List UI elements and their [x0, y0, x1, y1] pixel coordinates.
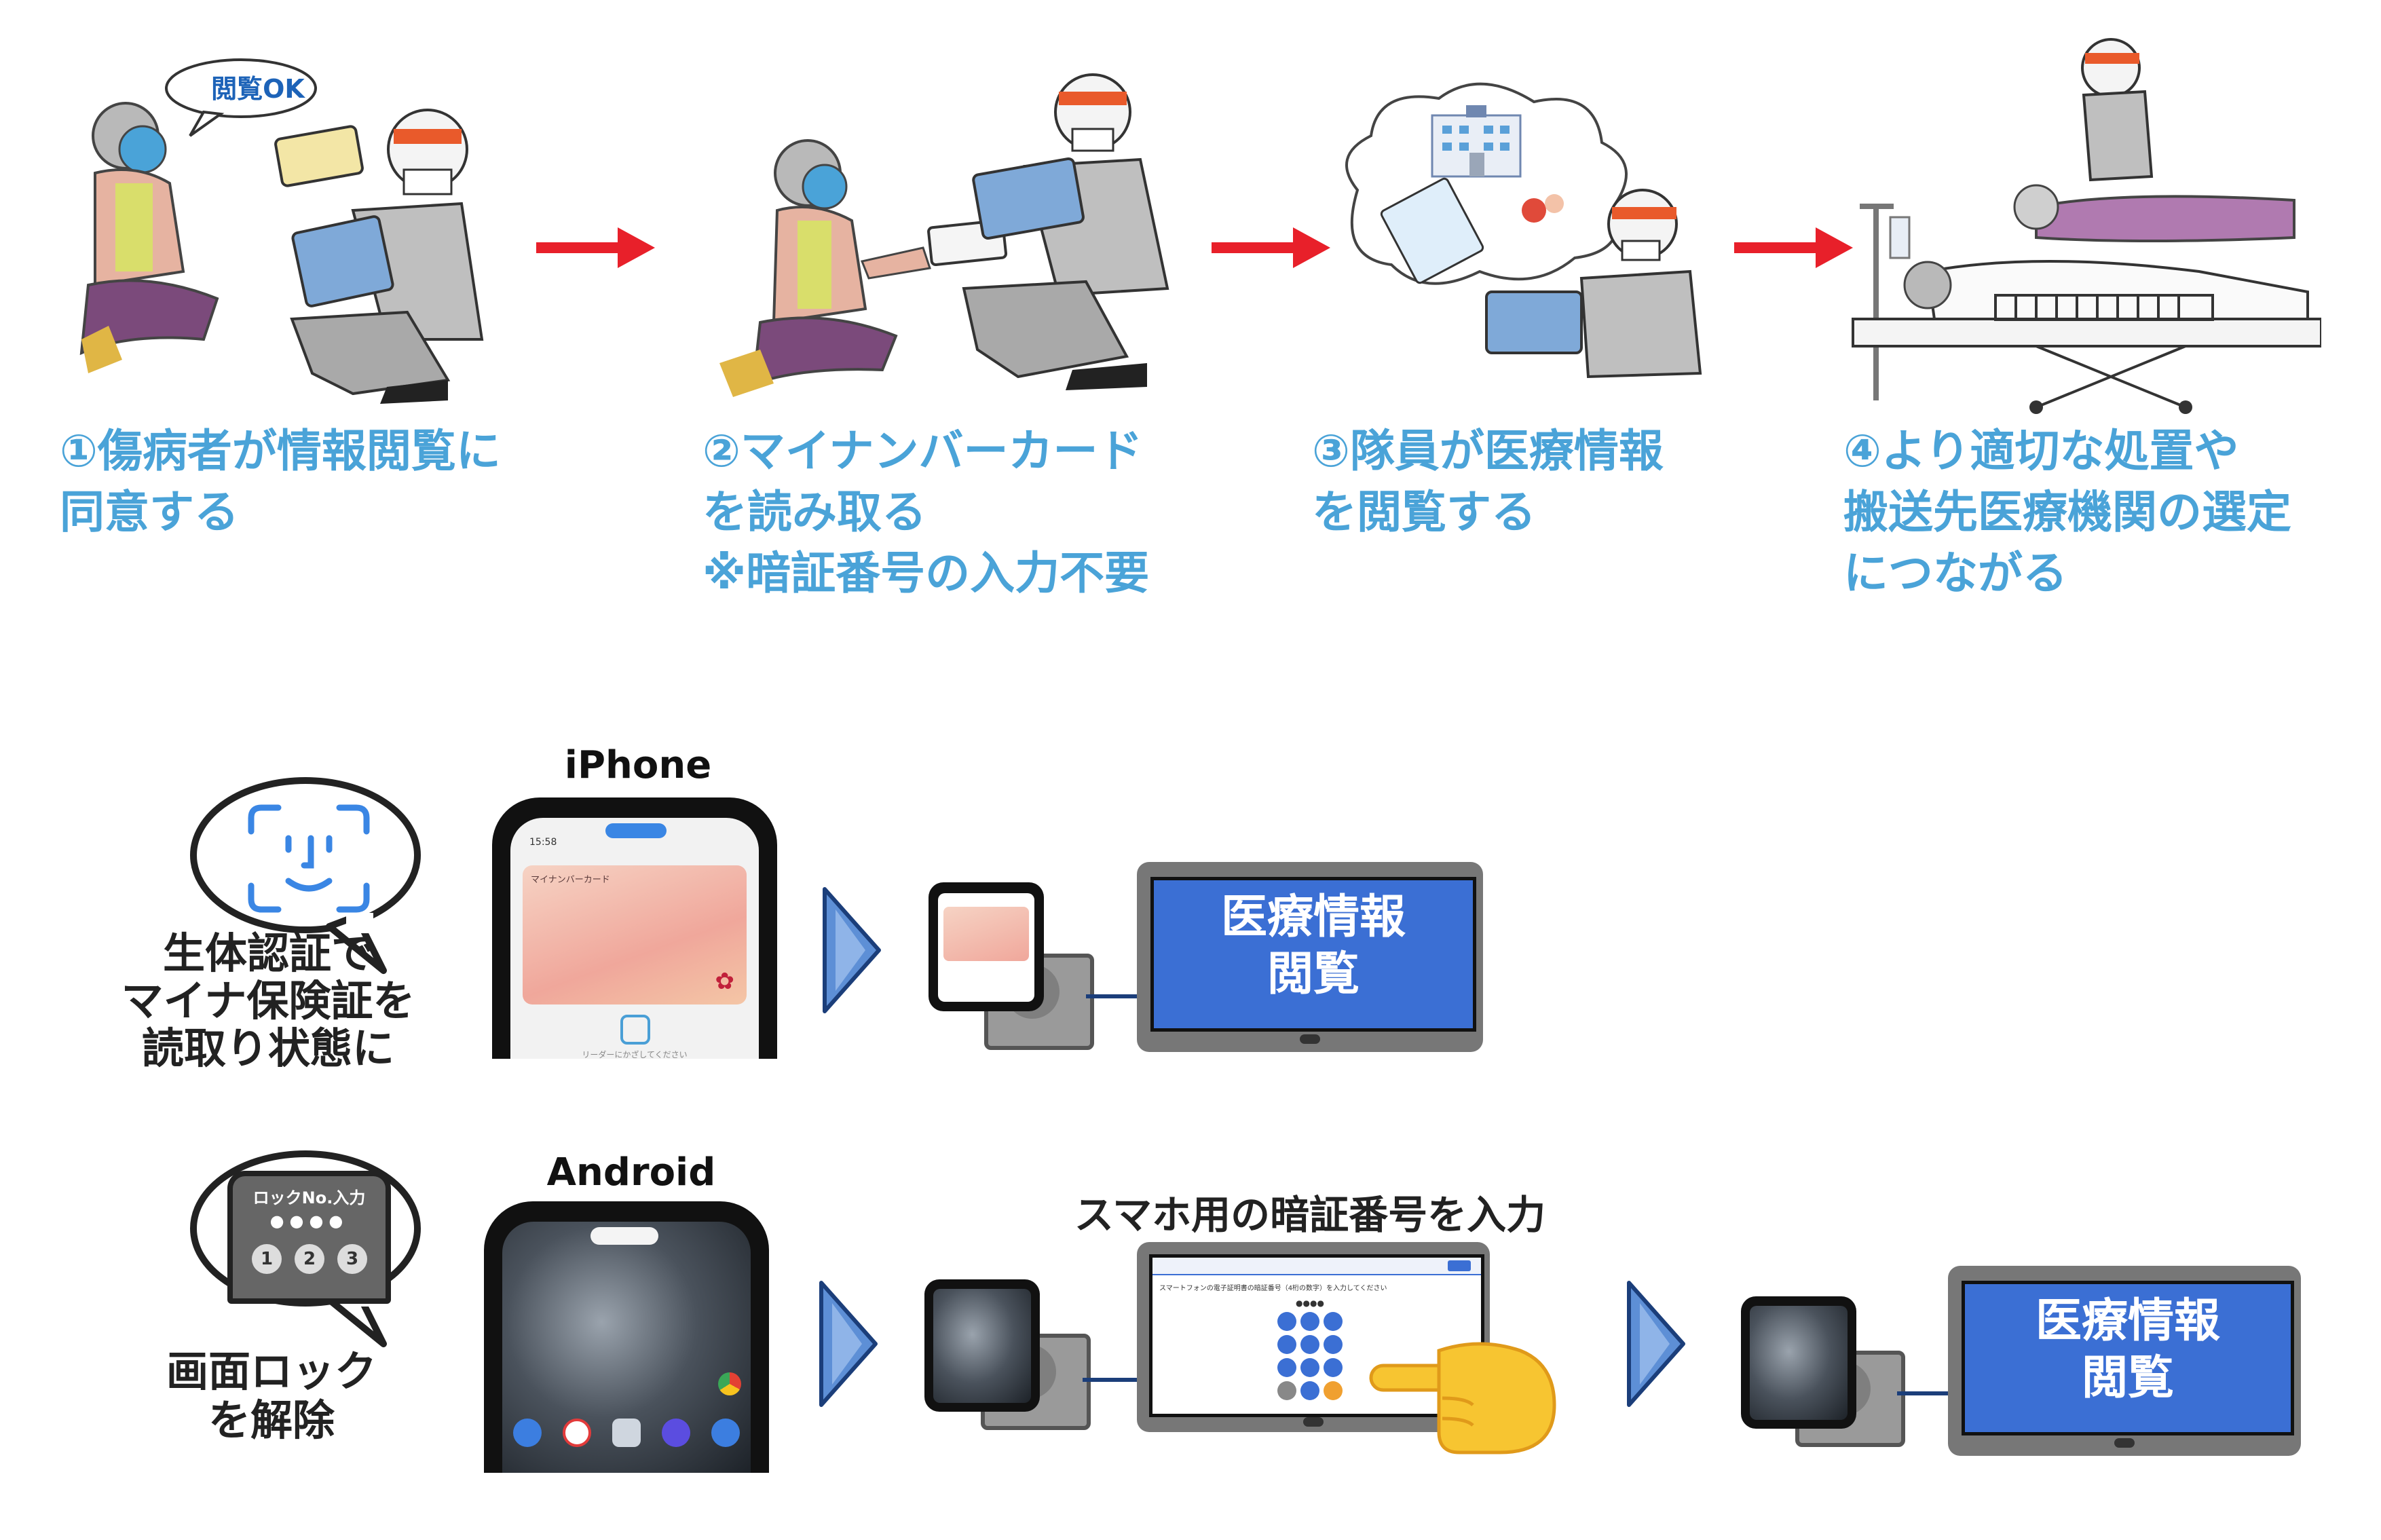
app-icon-1[interactable]: [512, 1419, 542, 1447]
chevron-icon: [823, 887, 881, 1013]
tablet-medical-info: [1948, 1266, 2301, 1456]
lock-key-1: 1: [252, 1244, 282, 1274]
step-2-caption: ②マイナンバーカード を読み取る ※暗証番号の入力不要: [702, 425, 1150, 599]
step-1-caption: ①傷病者が情報閲覧に 同意する: [60, 425, 501, 538]
tablet-medical-info: [1137, 862, 1483, 1052]
app-icon-2[interactable]: [562, 1419, 591, 1447]
lock-key-3: 3: [337, 1244, 367, 1274]
pin-keypad[interactable]: ●●●●: [1269, 1298, 1351, 1400]
android-screen: [502, 1222, 751, 1473]
status-time: 15:58: [529, 837, 557, 848]
reader-hint: リーダーにかざしてください: [582, 1050, 688, 1059]
lock-key-2: 2: [295, 1244, 324, 1274]
unlock-caption: 画面ロック を解除: [166, 1347, 377, 1445]
app-icon-4[interactable]: [662, 1419, 691, 1447]
small-iphone: [929, 882, 1044, 1011]
chevron-icon: [1627, 1281, 1685, 1407]
consent-bubble-text: 閲覧OK: [211, 74, 305, 104]
connection-line: [1897, 1391, 1951, 1395]
pin-entry-title: スマホ用の暗証番号を入力: [1074, 1192, 1546, 1238]
small-android: [1741, 1296, 1856, 1429]
flow-arrow-1: [536, 227, 655, 268]
connection-line: [1086, 994, 1140, 998]
card-flower-icon: ✿: [715, 968, 735, 995]
dynamic-island: [605, 823, 667, 838]
small-android: [924, 1279, 1040, 1412]
app-icon-3[interactable]: [612, 1419, 641, 1447]
lock-screen-mini: ロックNo.入力 ●●●● 1 2 3: [227, 1171, 391, 1304]
front-camera: [590, 1227, 658, 1245]
step1-illustration: [79, 58, 484, 404]
lock-dots: ●●●●: [269, 1212, 349, 1231]
step-4-caption: ④より適切な処置や 搬送先医療機関の選定 につながる: [1843, 425, 2291, 599]
step-3-caption: ③隊員が医療情報 を閲覧する: [1312, 425, 1664, 538]
pin-close-button[interactable]: [1448, 1260, 1471, 1271]
biometric-caption: 生体認証で マイナ保険証を 読取り状態に: [121, 928, 415, 1073]
app-icon-5[interactable]: [711, 1419, 740, 1447]
tablet-label: 医療情報 閲覧: [2035, 1294, 2220, 1405]
chevron-icon: [819, 1281, 878, 1407]
pin-screen-header: スマートフォンの電子証明書の暗証番号（4桁の数字）を入力してください: [1159, 1285, 1387, 1292]
pointing-hand-icon: [1369, 1342, 1556, 1454]
step3-illustration: [1345, 82, 1702, 379]
step2-illustration: [719, 73, 1169, 397]
flow-arrow-2: [1212, 227, 1330, 268]
lock-title: ロックNo.入力: [252, 1188, 366, 1207]
nfc-reader-icon: [620, 1015, 650, 1045]
step4-illustration: [1852, 38, 2321, 414]
tablet-label: 医療情報 閲覧: [1220, 890, 1406, 1001]
flow-arrow-3: [1734, 227, 1853, 268]
connection-line: [1083, 1378, 1137, 1382]
card-label: マイナンバーカード: [531, 875, 610, 885]
iphone-screen: 15:58 マイナンバーカード ✿ リーダーにかざしてください: [510, 818, 759, 1059]
chrome-icon[interactable]: [718, 1372, 741, 1395]
face-id-icon: [248, 804, 370, 913]
mynumber-card: マイナンバーカード ✿: [523, 865, 747, 1004]
iphone-title: iPhone: [564, 743, 712, 787]
android-title: Android: [546, 1150, 716, 1195]
